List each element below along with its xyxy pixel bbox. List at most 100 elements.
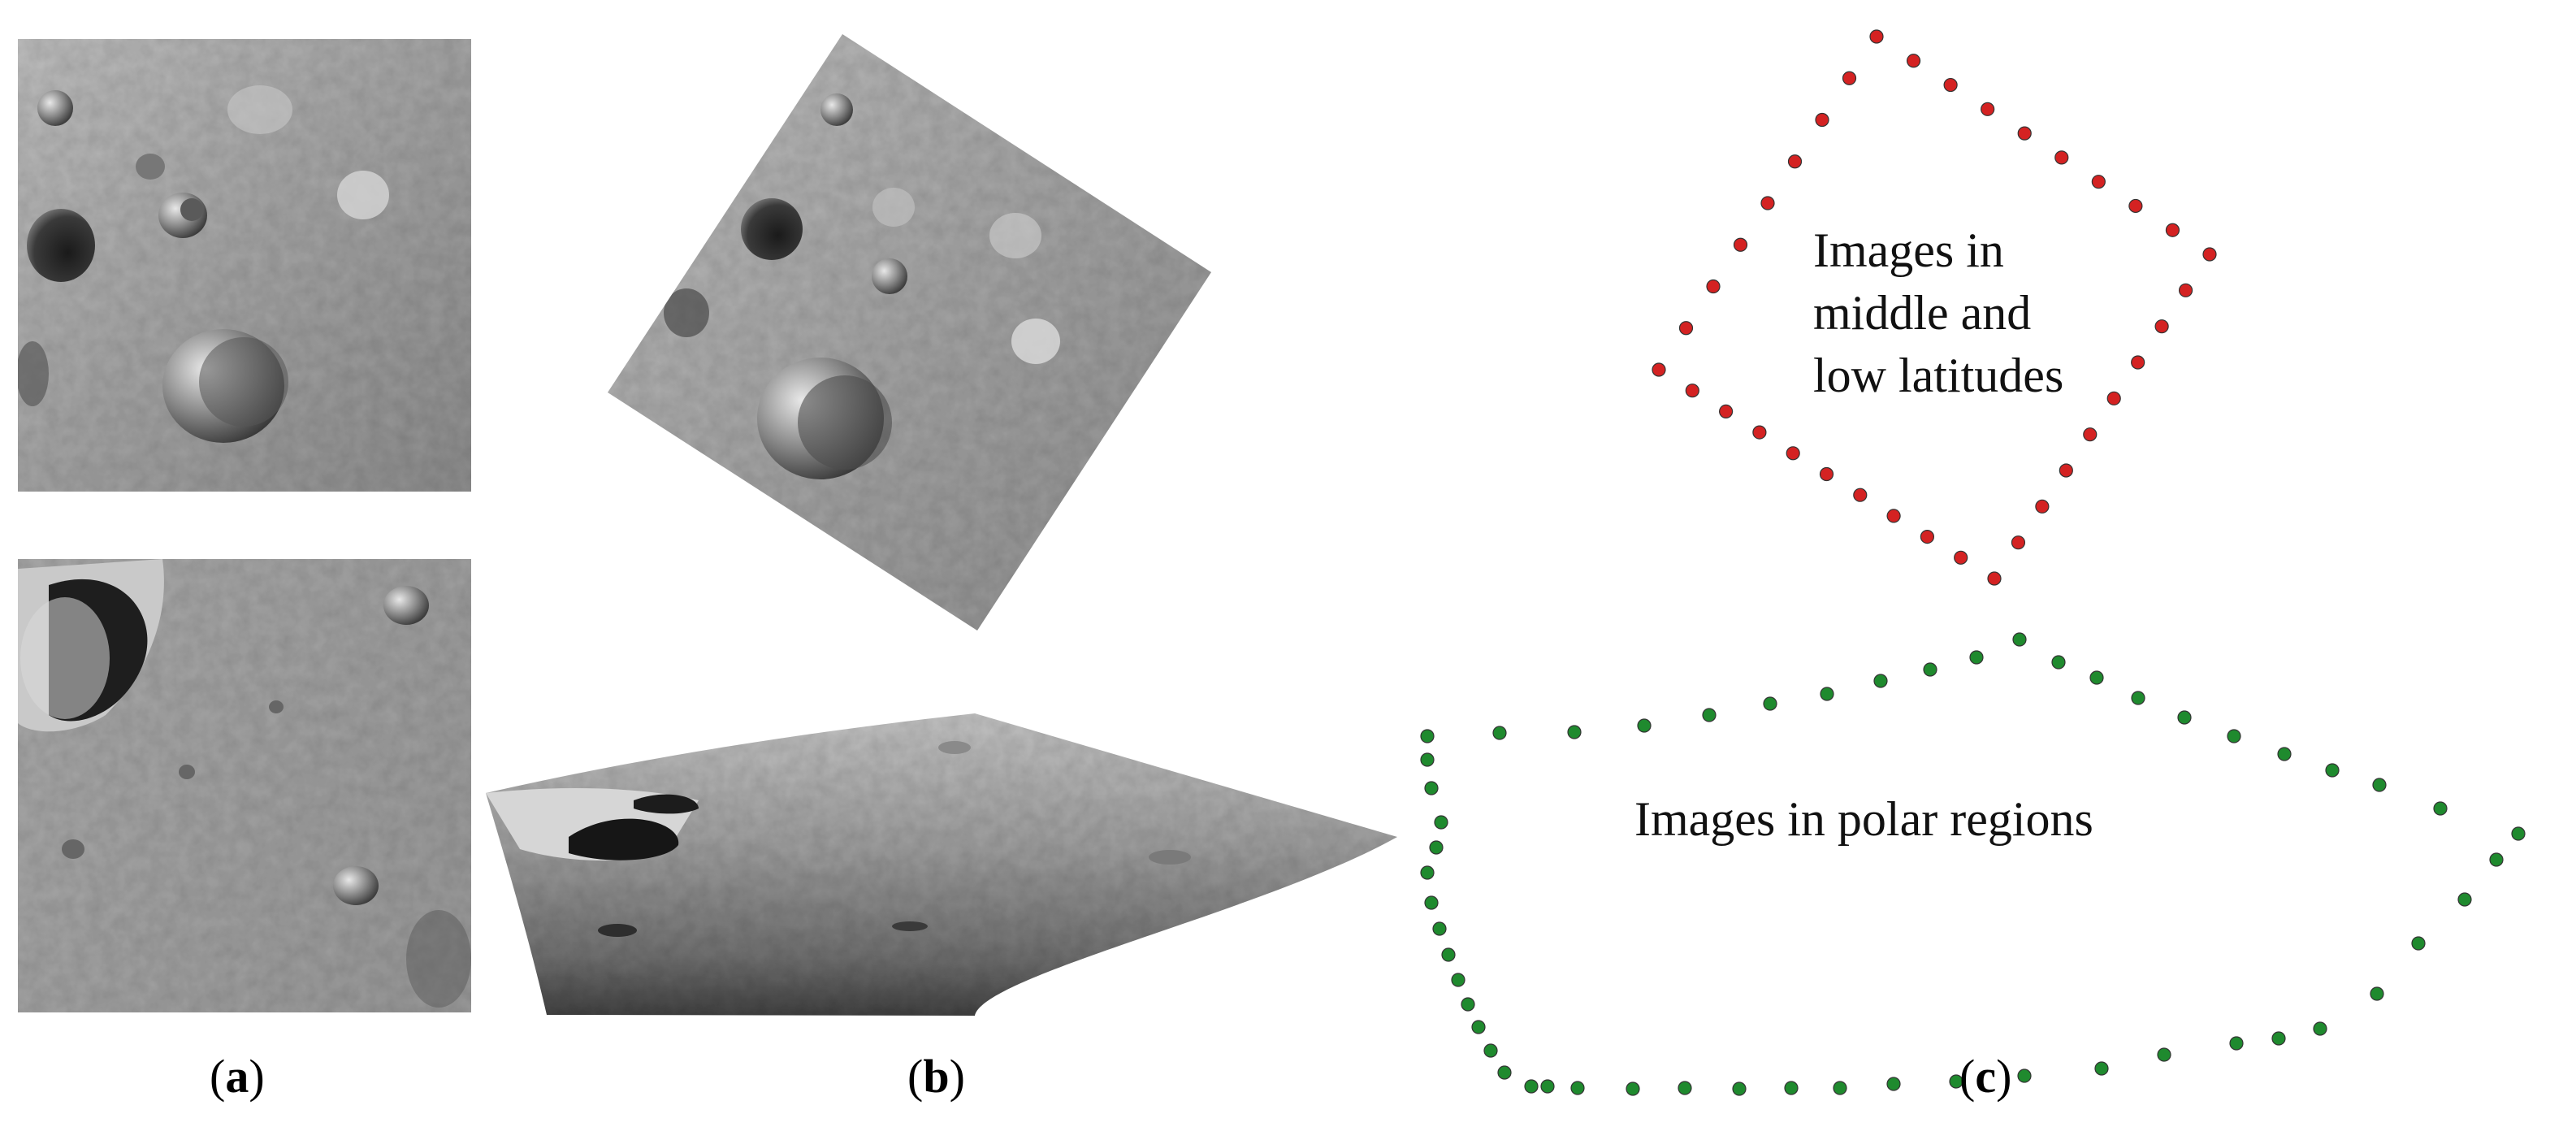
panel-label-c-open: ( bbox=[1959, 1050, 1976, 1103]
image-a-top bbox=[18, 39, 471, 492]
polar-point-38 bbox=[1570, 1081, 1585, 1095]
mid-low-point-2 bbox=[1943, 77, 1958, 93]
polar-point-35 bbox=[1732, 1081, 1747, 1096]
polar-point-4 bbox=[1702, 708, 1717, 722]
polar-point-30 bbox=[2017, 1068, 2032, 1083]
polar-point-20 bbox=[2511, 826, 2526, 841]
polar-point-3 bbox=[1637, 718, 1652, 733]
mid-low-point-18 bbox=[1987, 571, 2002, 586]
polar-point-23 bbox=[2411, 936, 2426, 951]
mid-low-latitude-label-line-1: Images in bbox=[1813, 223, 2004, 277]
panel-label-a-letter: a bbox=[225, 1050, 249, 1103]
mid-low-point-7 bbox=[2128, 198, 2143, 214]
mid-low-point-1 bbox=[1906, 54, 1921, 68]
polar-point-26 bbox=[2271, 1031, 2286, 1046]
polar-point-47 bbox=[1432, 921, 1447, 936]
polar-point-2 bbox=[1567, 725, 1582, 739]
polar-region-label: Images in polar regions bbox=[1634, 792, 2093, 846]
polar-point-50 bbox=[1429, 840, 1444, 855]
polar-point-41 bbox=[1497, 1065, 1512, 1080]
mid-low-point-32 bbox=[1760, 196, 1775, 210]
mid-low-point-16 bbox=[2035, 499, 2050, 514]
mid-low-point-10 bbox=[2178, 283, 2193, 297]
polar-point-9 bbox=[1969, 650, 1984, 665]
mid-low-point-34 bbox=[1815, 112, 1829, 128]
polar-point-48 bbox=[1424, 895, 1439, 910]
mid-low-point-28 bbox=[1652, 362, 1666, 377]
polar-point-45 bbox=[1451, 973, 1466, 987]
polar-point-33 bbox=[1833, 1081, 1847, 1095]
polar-point-8 bbox=[1923, 662, 1937, 677]
polar-point-44 bbox=[1461, 997, 1475, 1012]
polar-point-14 bbox=[2177, 710, 2192, 725]
mid-low-point-31 bbox=[1733, 237, 1748, 252]
mid-low-point-3 bbox=[1981, 102, 1995, 116]
image-a-bottom bbox=[18, 559, 471, 1012]
polar-point-0 bbox=[1420, 729, 1435, 743]
polar-point-52 bbox=[1424, 781, 1439, 795]
polar-point-16 bbox=[2277, 747, 2292, 761]
polar-point-39 bbox=[1540, 1079, 1555, 1094]
mid-low-point-11 bbox=[2154, 319, 2169, 334]
polar-point-13 bbox=[2131, 691, 2145, 705]
mid-low-point-35 bbox=[1842, 71, 1857, 85]
mid-low-point-25 bbox=[1752, 425, 1767, 440]
mid-low-point-6 bbox=[2091, 175, 2106, 189]
mid-low-latitude-label-line-3: low latitudes bbox=[1813, 348, 2064, 402]
mid-low-point-26 bbox=[1719, 404, 1734, 418]
panel-label-a: (a) bbox=[210, 1053, 265, 1100]
mid-low-point-22 bbox=[1853, 488, 1868, 502]
polar-point-17 bbox=[2325, 763, 2340, 778]
panel-label-b-close: ) bbox=[949, 1050, 965, 1103]
mid-low-point-17 bbox=[2011, 535, 2026, 550]
panel-label-b: (b) bbox=[907, 1053, 965, 1100]
polar-point-53 bbox=[1420, 752, 1435, 767]
mid-low-point-27 bbox=[1685, 384, 1699, 398]
polar-point-27 bbox=[2229, 1036, 2244, 1051]
polar-point-25 bbox=[2313, 1021, 2327, 1036]
mid-low-point-5 bbox=[2054, 150, 2069, 165]
polar-point-11 bbox=[2051, 655, 2066, 670]
panel-label-c-letter: c bbox=[1975, 1050, 1997, 1103]
polar-point-6 bbox=[1820, 687, 1834, 701]
polar-point-15 bbox=[2227, 729, 2241, 743]
polar-point-31 bbox=[1949, 1074, 1963, 1089]
polar-point-37 bbox=[1626, 1081, 1640, 1096]
mid-low-point-23 bbox=[1819, 466, 1834, 482]
polar-point-5 bbox=[1763, 696, 1777, 711]
mid-low-point-24 bbox=[1786, 446, 1800, 461]
polar-point-18 bbox=[2372, 778, 2387, 792]
panel-label-b-letter: b bbox=[923, 1050, 950, 1103]
polar-point-43 bbox=[1471, 1020, 1486, 1034]
polar-point-19 bbox=[2433, 801, 2448, 816]
polar-point-51 bbox=[1434, 815, 1448, 830]
mid-low-point-33 bbox=[1787, 154, 1803, 169]
polar-point-1 bbox=[1492, 726, 1507, 740]
mid-low-point-12 bbox=[2131, 355, 2145, 370]
panel-label-a-open: ( bbox=[210, 1050, 226, 1103]
polar-point-21 bbox=[2489, 852, 2504, 867]
mid-low-point-4 bbox=[2017, 126, 2032, 141]
mid-low-point-13 bbox=[2106, 391, 2121, 405]
mid-low-point-21 bbox=[1886, 509, 1901, 523]
polar-point-46 bbox=[1441, 947, 1456, 962]
mid-low-point-9 bbox=[2202, 247, 2217, 262]
polar-point-7 bbox=[1873, 674, 1888, 688]
polar-point-24 bbox=[2370, 986, 2384, 1001]
panel-label-b-open: ( bbox=[907, 1050, 924, 1103]
polar-footprint bbox=[1420, 632, 2526, 1096]
polar-point-32 bbox=[1886, 1077, 1901, 1091]
mid-low-point-30 bbox=[1706, 279, 1721, 294]
panel-label-c-close: ) bbox=[1996, 1050, 2012, 1103]
mid-low-point-14 bbox=[2083, 427, 2098, 442]
mid-low-point-8 bbox=[2165, 223, 2180, 237]
polar-point-12 bbox=[2089, 670, 2104, 685]
mid-low-latitude-footprint bbox=[1652, 29, 2217, 586]
panel-label-a-close: ) bbox=[249, 1050, 265, 1103]
image-b-bottom bbox=[486, 713, 1397, 1016]
mid-low-latitude-label: Images in middle and low latitudes bbox=[1813, 219, 2063, 406]
polar-point-42 bbox=[1483, 1043, 1498, 1058]
mid-low-point-29 bbox=[1678, 321, 1694, 336]
image-b-top bbox=[608, 34, 1211, 631]
